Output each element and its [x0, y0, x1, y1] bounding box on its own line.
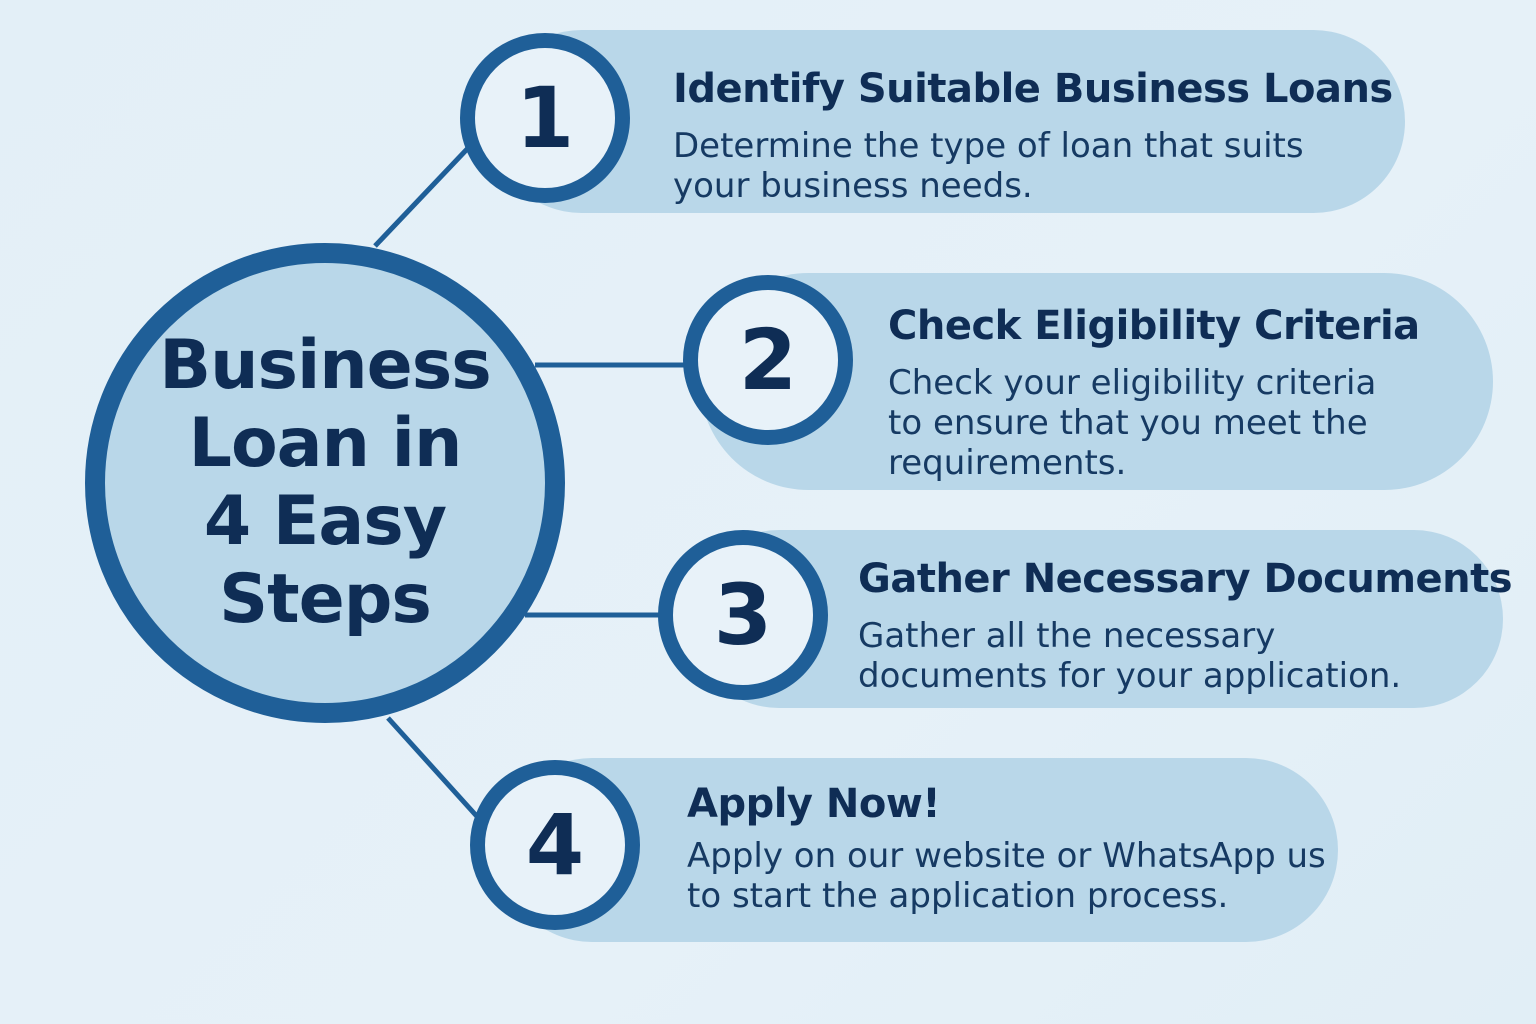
- step-3-description: Gather all the necessary documents for y…: [858, 616, 1402, 696]
- connector-4: [386, 716, 484, 824]
- step-1-number: 1: [460, 33, 630, 203]
- step-2-description: Check your eligibility criteria to ensur…: [888, 363, 1377, 483]
- step-3-number: 3: [658, 530, 828, 700]
- hub-circle: Business Loan in 4 Easy Steps: [85, 243, 565, 723]
- step-1-description: Determine the type of loan that suits yo…: [673, 126, 1304, 206]
- hub-title: Business Loan in 4 Easy Steps: [159, 326, 492, 639]
- step-4-number: 4: [470, 760, 640, 930]
- step-2-number: 2: [683, 275, 853, 445]
- step-4-title: Apply Now!: [687, 781, 941, 827]
- step-1-title: Identify Suitable Business Loans: [673, 66, 1393, 112]
- connector-1: [373, 144, 472, 248]
- step-2-title: Check Eligibility Criteria: [888, 303, 1420, 349]
- step-3-title: Gather Necessary Documents: [858, 556, 1513, 602]
- step-1-card: [490, 30, 1405, 213]
- step-4-description: Apply on our website or WhatsApp us to s…: [687, 836, 1326, 916]
